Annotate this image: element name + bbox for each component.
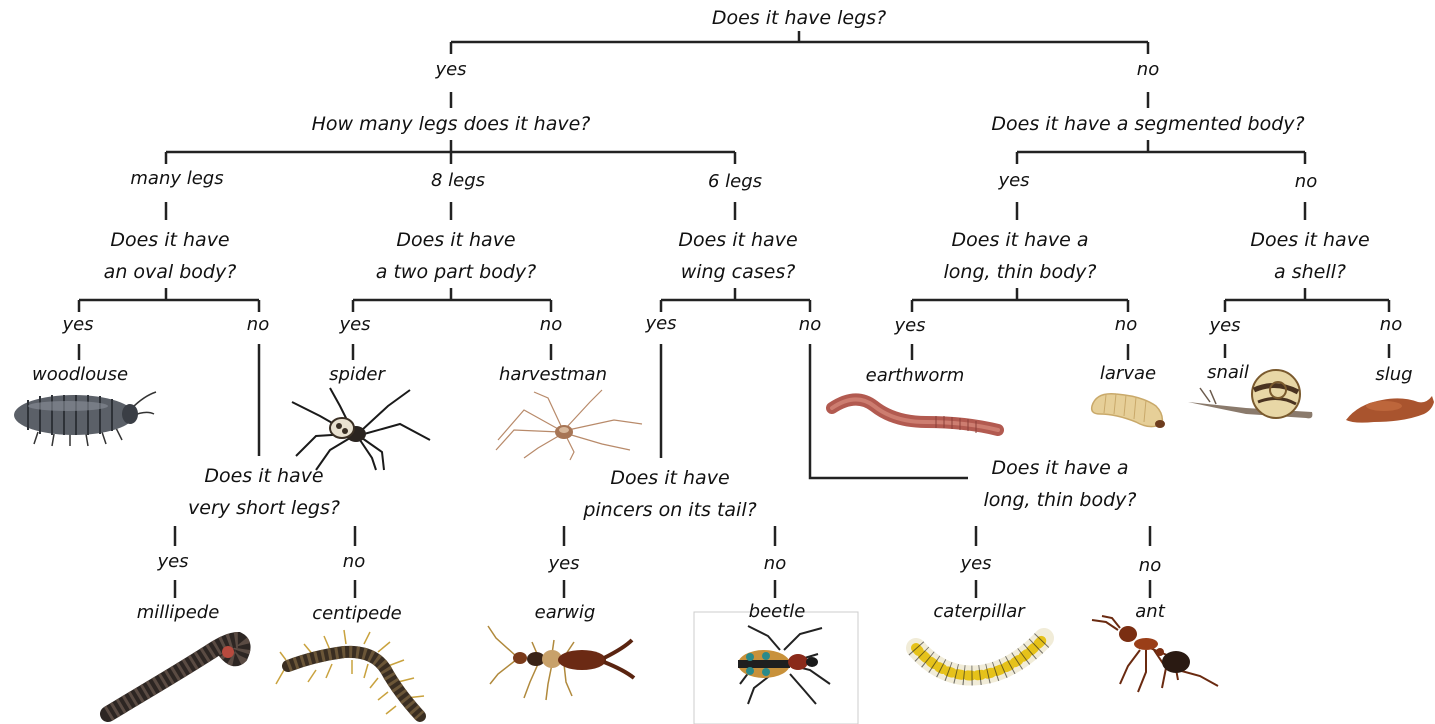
answer-yes: yes [960,555,991,573]
answer-no: no [1137,61,1159,79]
centipede-icon [274,626,440,724]
question-line: Does it have a [943,224,1096,256]
question-line: Does it have [104,224,237,256]
answer-no: no [1380,316,1402,334]
slug-icon [1344,386,1435,426]
answer-no: no [799,316,821,334]
leaf-caterpillar: caterpillar [933,603,1024,621]
question-has-legs: Does it have legs? [712,2,886,34]
question-line: an oval body? [104,256,237,288]
leaf-woodlouse: woodlouse [32,366,128,384]
answer-no: no [1115,316,1137,334]
earthworm-icon [826,386,1002,444]
answer-yes: yes [1209,317,1240,335]
earwig-icon [486,622,642,702]
woodlouse-icon [8,388,158,450]
question-line: pincers on its tail? [583,494,756,526]
ant-icon [1090,614,1222,694]
answer-many-legs: many legs [130,170,223,188]
question-line: Does it have [678,224,797,256]
leaf-earthworm: earthworm [866,367,965,385]
answer-yes: yes [157,553,188,571]
answer-no: no [247,316,269,334]
question-long-thin-body-2: Does it have a long, thin body? [983,452,1136,516]
question-pincers-on-tail: Does it have pincers on its tail? [583,462,756,526]
answer-yes: yes [894,317,925,335]
answer-yes: yes [998,172,1029,190]
answer-6-legs: 6 legs [708,173,762,191]
answer-yes: yes [62,316,93,334]
larvae-icon [1086,384,1170,432]
question-line: Does it have [376,224,536,256]
snail-icon [1186,366,1318,426]
question-how-many-legs: How many legs does it have? [312,108,591,140]
question-line: long, thin body? [943,256,1096,288]
caterpillar-icon [906,626,1054,688]
leaf-centipede: centipede [312,605,401,623]
answer-yes: yes [435,61,466,79]
question-oval-body: Does it have an oval body? [104,224,237,288]
leaf-slug: slug [1375,366,1412,384]
question-line: very short legs? [188,492,340,524]
question-line: Does it have [1250,224,1369,256]
answer-yes: yes [339,316,370,334]
question-long-thin-body: Does it have a long, thin body? [943,224,1096,288]
answer-yes: yes [548,555,579,573]
leaf-spider: spider [329,366,385,384]
answer-yes: yes [645,315,676,333]
leaf-larvae: larvae [1100,365,1156,383]
answer-no: no [343,553,365,571]
answer-8-legs: 8 legs [431,172,485,190]
leaf-beetle: beetle [749,603,806,621]
question-line: Does it have a [983,452,1136,484]
answer-no: no [764,555,786,573]
leaf-millipede: millipede [137,604,220,622]
harvestman-icon [494,390,644,460]
question-line: a shell? [1250,256,1369,288]
question-wing-cases: Does it have wing cases? [678,224,797,288]
answer-no: no [1139,557,1161,575]
question-segmented-body: Does it have a segmented body? [991,108,1304,140]
question-line: a two part body? [376,256,536,288]
question-line: wing cases? [678,256,797,288]
question-two-part-body: Does it have a two part body? [376,224,536,288]
question-line: Does it have [583,462,756,494]
beetle-icon [720,624,842,704]
answer-no: no [540,316,562,334]
leaf-earwig: earwig [535,604,596,622]
question-has-shell: Does it have a shell? [1250,224,1369,288]
millipede-icon [98,622,250,724]
answer-no: no [1295,173,1317,191]
question-line: long, thin body? [983,484,1136,516]
spider-icon [290,386,436,472]
leaf-harvestman: harvestman [499,366,607,384]
